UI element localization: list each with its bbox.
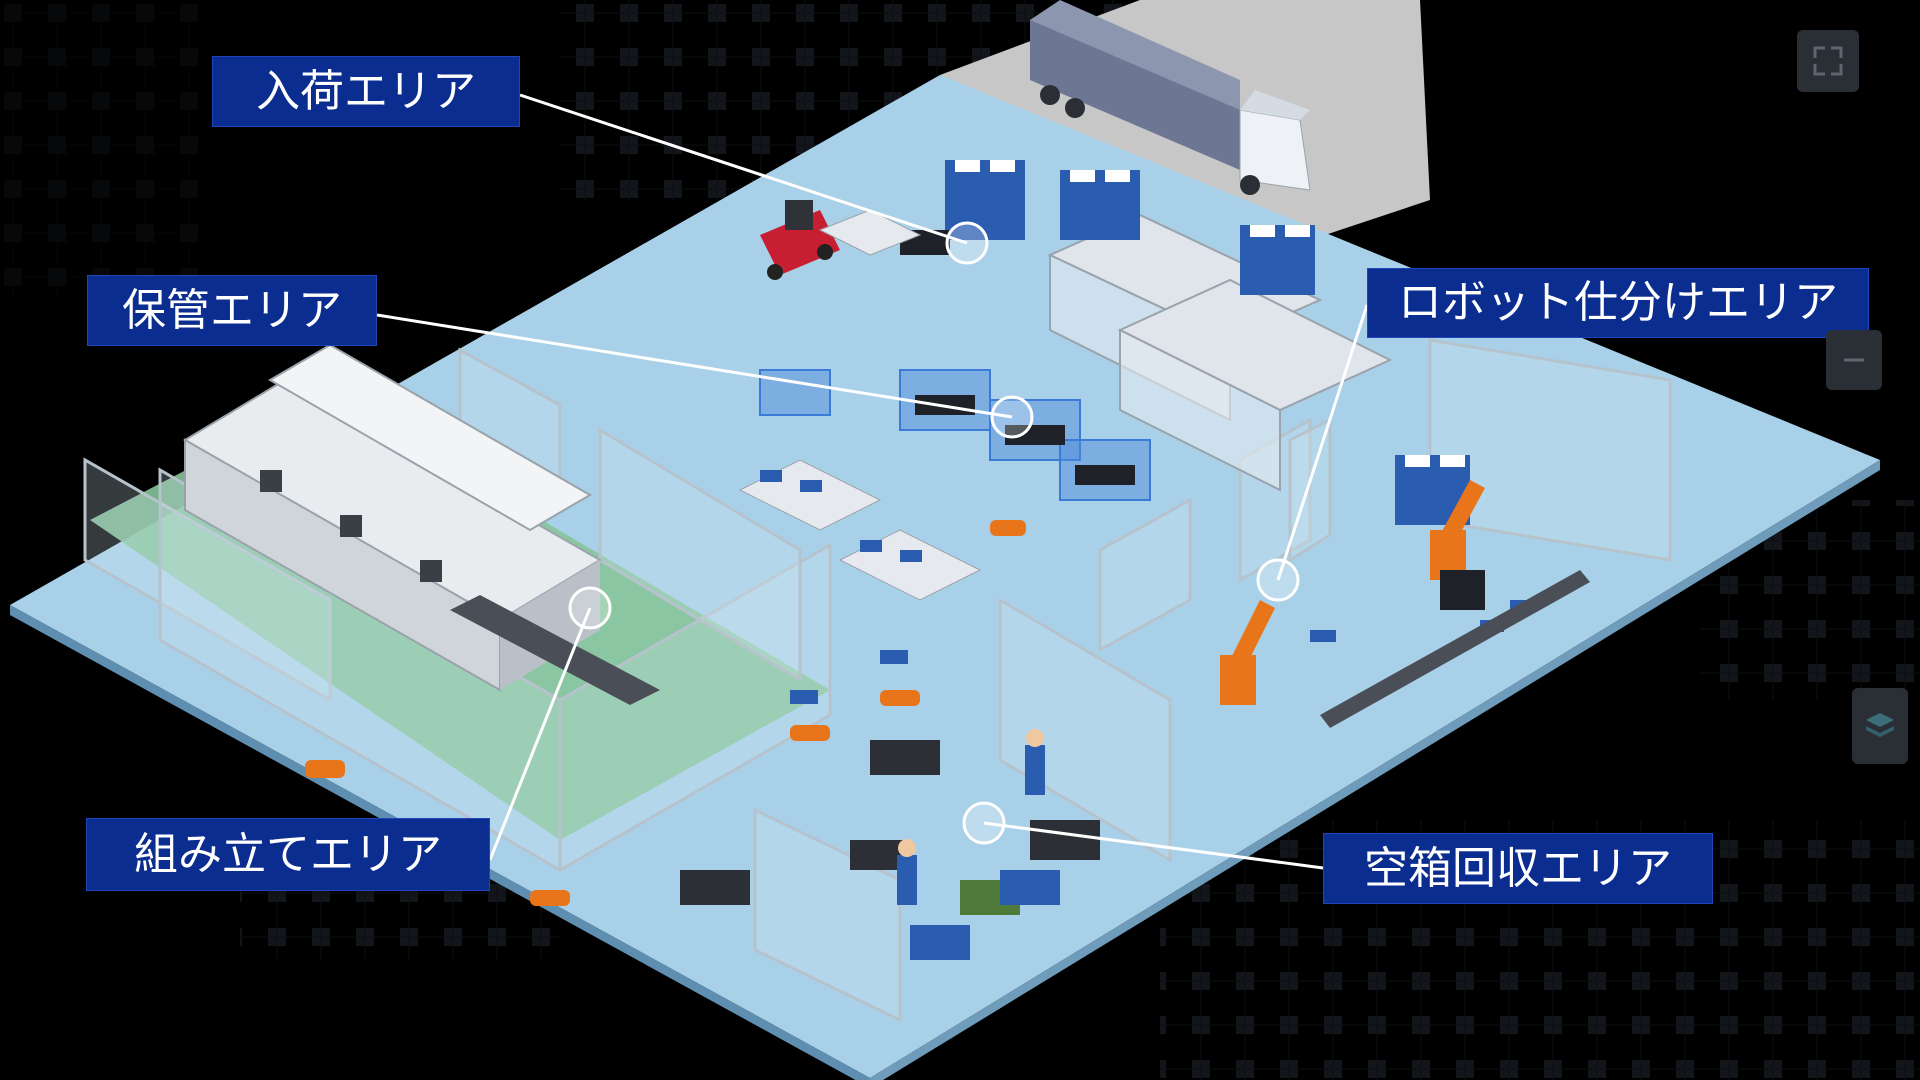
work-tables [738, 209, 1534, 704]
marker-emptybox [962, 801, 1006, 845]
minus-icon [1844, 358, 1864, 362]
assembly-conveyor [450, 595, 660, 705]
area-label-robot-sorting: ロボット仕分けエリア [1367, 268, 1869, 338]
area-markers [568, 221, 1300, 845]
expand-button[interactable] [1797, 30, 1859, 92]
agv-robots [305, 520, 1026, 906]
marker-receiving [945, 221, 989, 265]
area-label-storage: 保管エリア [87, 275, 377, 346]
area-label-empty-box-collection: 空箱回収エリア [1323, 833, 1713, 904]
forklift [760, 200, 840, 280]
truck [1030, 0, 1311, 195]
minimize-button[interactable] [1826, 330, 1882, 390]
area-label-assembly: 組み立てエリア [86, 818, 490, 891]
marker-robot [1256, 558, 1300, 602]
expand-icon [1813, 46, 1843, 76]
pallet-stacks [945, 160, 1470, 525]
connector-lines [376, 93, 1369, 870]
marker-storage [990, 395, 1034, 439]
workers [897, 729, 1045, 905]
storage-racks [1047, 213, 1393, 492]
area-label-receiving: 入荷エリア [212, 56, 520, 127]
assembly-machines [183, 343, 602, 692]
marker-assembly [568, 586, 612, 630]
robot-arms [1220, 480, 1485, 705]
layers-button[interactable] [1852, 688, 1908, 764]
sorting-conveyor [1320, 570, 1590, 728]
empty-boxes [680, 740, 1100, 960]
layers-icon [1866, 713, 1894, 737]
